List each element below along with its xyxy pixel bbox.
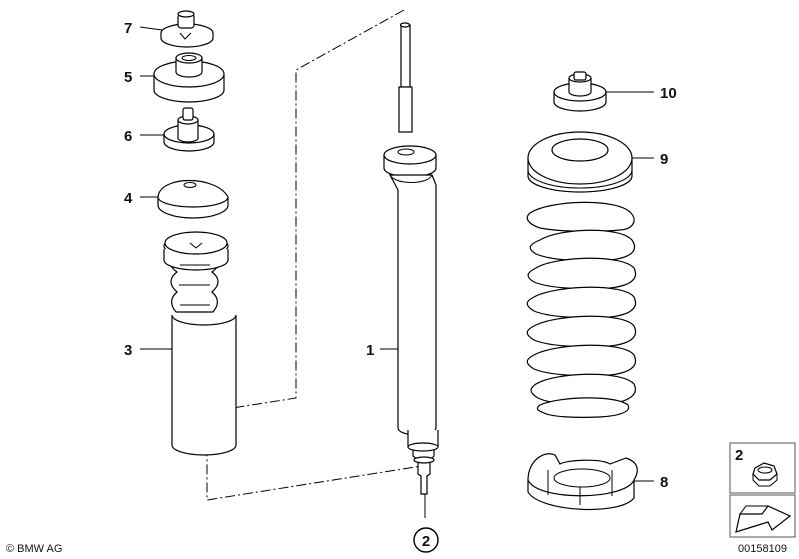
- callout-2: 2: [422, 533, 430, 550]
- callout-4: 4: [124, 190, 133, 207]
- inset-arrow-box: [729, 494, 796, 538]
- callout-8: 8: [660, 474, 668, 491]
- callout-2-circle: 2: [413, 527, 439, 553]
- copyright-text: © BMW AG: [6, 543, 62, 555]
- coil-spring-part[interactable]: [526, 201, 637, 418]
- callout-10: 10: [660, 85, 677, 102]
- upper-mount-part[interactable]: [153, 52, 225, 103]
- callout-5: 5: [124, 69, 132, 86]
- inset-nut-box: 2: [729, 442, 796, 494]
- spring-pad-lower-part[interactable]: [527, 453, 638, 511]
- assembly-dashline: [206, 9, 429, 501]
- callout-1: 1: [366, 342, 374, 359]
- bump-cap-part[interactable]: [553, 71, 607, 112]
- top-cap-part[interactable]: [160, 10, 214, 48]
- callout-6: 6: [124, 128, 132, 145]
- support-bearing-part[interactable]: [163, 107, 215, 152]
- shock-absorber-part[interactable]: [383, 22, 439, 518]
- protective-tube-part[interactable]: [163, 231, 237, 456]
- nut-icon[interactable]: [752, 462, 778, 487]
- callout-9: 9: [660, 151, 668, 168]
- spring-plate-upper-part[interactable]: [527, 131, 633, 193]
- callout-3: 3: [124, 342, 132, 359]
- stop-cap-part[interactable]: [157, 180, 229, 219]
- front-arrow-icon: [735, 505, 792, 533]
- diagram-number: 00158109: [738, 543, 787, 555]
- callout-7: 7: [124, 20, 132, 37]
- inset-label: 2: [735, 447, 743, 464]
- leader-lines: [139, 26, 654, 482]
